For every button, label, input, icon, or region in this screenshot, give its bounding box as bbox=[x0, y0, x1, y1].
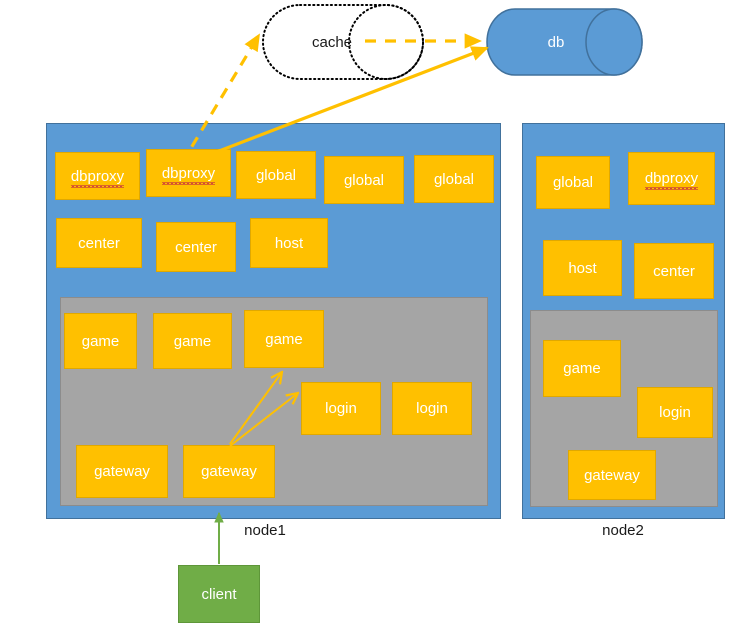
service-box-center[interactable]: center bbox=[634, 243, 714, 299]
service-box-dbproxy[interactable]: dbproxy bbox=[146, 149, 231, 197]
service-label: host bbox=[274, 234, 304, 252]
service-label: login bbox=[416, 400, 448, 417]
service-box-login[interactable]: login bbox=[392, 382, 472, 435]
service-label: dbproxy bbox=[70, 167, 125, 188]
service-box-gateway[interactable]: gateway bbox=[76, 445, 168, 498]
service-label: login bbox=[659, 404, 691, 421]
service-label: global bbox=[433, 170, 475, 188]
client-box[interactable]: client bbox=[178, 565, 260, 623]
service-label: gateway bbox=[584, 466, 640, 484]
service-label: global bbox=[343, 171, 385, 189]
service-box-login[interactable]: login bbox=[301, 382, 381, 435]
service-label: login bbox=[325, 400, 357, 417]
service-box-gateway[interactable]: gateway bbox=[183, 445, 275, 498]
service-label: center bbox=[175, 238, 217, 256]
service-label: gateway bbox=[94, 463, 150, 480]
service-box-game[interactable]: game bbox=[64, 313, 137, 369]
service-box-global[interactable]: global bbox=[536, 156, 610, 209]
service-label: dbproxy bbox=[161, 164, 216, 185]
service-box-global[interactable]: global bbox=[236, 151, 316, 199]
service-label: gateway bbox=[201, 463, 257, 480]
client-label: client bbox=[201, 585, 237, 603]
service-box-game[interactable]: game bbox=[244, 310, 324, 368]
cache-cylinder[interactable] bbox=[262, 4, 424, 80]
service-label: global bbox=[552, 174, 594, 191]
service-label: center bbox=[78, 234, 120, 252]
service-label: dbproxy bbox=[644, 170, 699, 190]
service-box-center[interactable]: center bbox=[56, 218, 142, 268]
service-box-host[interactable]: host bbox=[250, 218, 328, 268]
service-label: global bbox=[255, 166, 297, 184]
service-box-dbproxy[interactable]: dbproxy bbox=[55, 152, 140, 200]
node1-label: node1 bbox=[244, 522, 286, 539]
service-box-host[interactable]: host bbox=[543, 240, 622, 296]
service-box-gateway[interactable]: gateway bbox=[568, 450, 656, 500]
service-box-game[interactable]: game bbox=[153, 313, 232, 369]
service-box-global[interactable]: global bbox=[414, 155, 494, 203]
service-box-dbproxy[interactable]: dbproxy bbox=[628, 152, 715, 205]
node2-label: node2 bbox=[602, 522, 644, 539]
service-label: center bbox=[653, 262, 695, 280]
service-label: game bbox=[265, 330, 303, 348]
service-label: host bbox=[568, 259, 597, 277]
service-label: game bbox=[563, 360, 601, 377]
service-box-global[interactable]: global bbox=[324, 156, 404, 204]
service-box-center[interactable]: center bbox=[156, 222, 236, 272]
service-box-login[interactable]: login bbox=[637, 387, 713, 438]
service-label: game bbox=[173, 332, 212, 350]
service-label: game bbox=[81, 332, 120, 350]
db-cylinder[interactable] bbox=[486, 8, 644, 76]
service-box-game[interactable]: game bbox=[543, 340, 621, 397]
